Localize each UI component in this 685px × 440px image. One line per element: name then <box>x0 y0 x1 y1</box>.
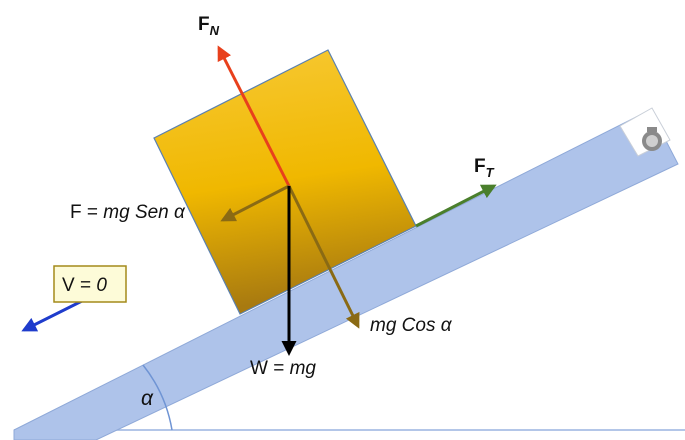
angle-label: α <box>141 387 154 410</box>
perpendicular-component-arrow <box>287 185 360 329</box>
parallel-component-arrow <box>220 184 290 222</box>
normal-force-arrow <box>217 45 291 187</box>
parallel-component-label: F = mg Sen α <box>70 202 186 223</box>
perpendicular-component-label: mg Cos α <box>370 315 453 336</box>
inclined-plane <box>13 109 679 440</box>
friction-arrow <box>415 184 497 228</box>
velocity-label-box <box>53 265 127 303</box>
incline-end-cap <box>619 107 671 157</box>
normal-force-label: FN <box>198 14 220 38</box>
angle-arc <box>142 364 173 431</box>
velocity-label: V = 0 <box>62 275 107 296</box>
weight-label: W = mg <box>250 358 316 379</box>
friction-label: FT <box>474 156 495 180</box>
velocity-arrow <box>21 296 89 332</box>
